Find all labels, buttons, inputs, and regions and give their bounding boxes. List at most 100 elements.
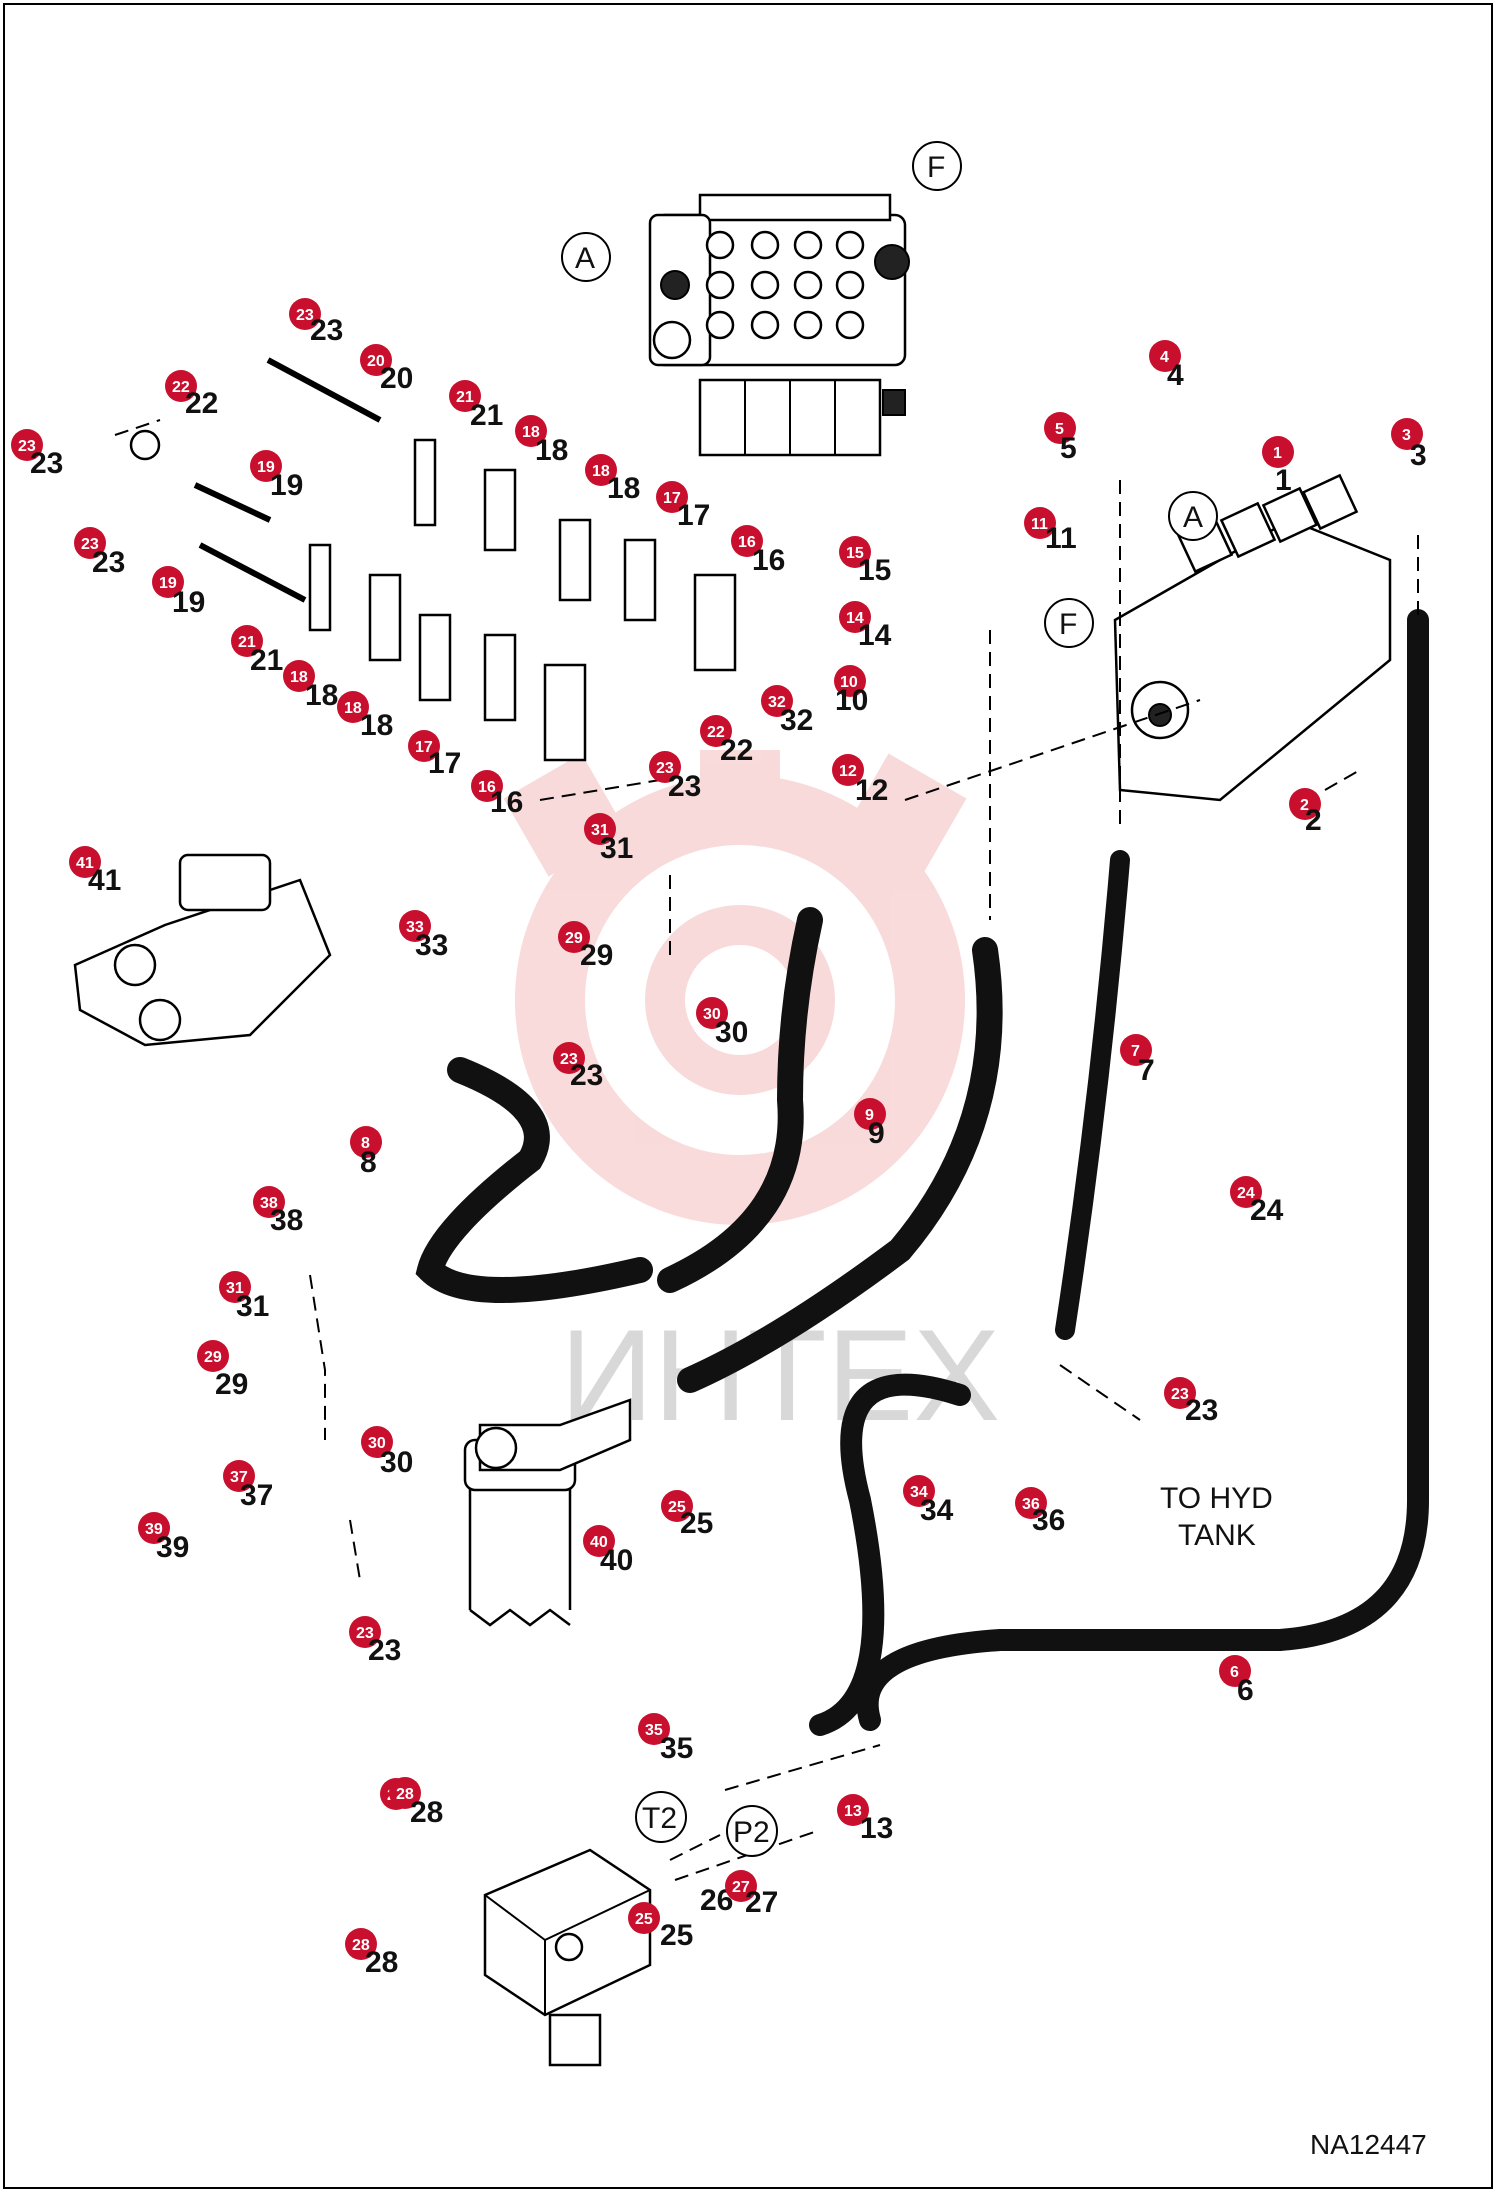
svg-text:11: 11 [1031,516,1048,533]
svg-text:23: 23 [18,438,36,455]
svg-text:23: 23 [356,1625,374,1642]
svg-text:21: 21 [470,399,503,432]
svg-text:30: 30 [715,1016,748,1049]
watermark-gear [503,750,967,1225]
svg-text:22: 22 [707,724,725,741]
svg-text:22: 22 [720,734,753,767]
svg-text:22: 22 [172,379,190,396]
svg-text:19: 19 [159,575,177,592]
to-hyd-tank-line2: TANK [1178,1519,1256,1552]
svg-text:3: 3 [1402,427,1411,444]
svg-text:2: 2 [1300,797,1309,814]
manifold-block [483,1848,652,2067]
svg-text:31: 31 [600,832,633,865]
svg-text:18: 18 [344,700,362,717]
callout-4: 44 [1149,340,1184,392]
svg-text:40: 40 [590,1534,608,1551]
svg-text:25: 25 [680,1507,713,1540]
svg-text:28: 28 [396,1786,414,1803]
svg-text:28: 28 [352,1937,370,1954]
svg-text:18: 18 [305,679,338,712]
svg-text:23: 23 [560,1051,578,1068]
svg-text:15: 15 [846,545,864,562]
svg-text:30: 30 [368,1435,386,1452]
svg-text:8: 8 [360,1146,377,1179]
svg-text:13: 13 [844,1803,862,1820]
port-f-right: F [1059,608,1077,641]
svg-text:28: 28 [365,1946,398,1979]
svg-text:22: 22 [185,387,218,420]
callout-6: 66 [1219,1655,1254,1707]
callout-2: 22 [1289,788,1322,837]
svg-text:35: 35 [660,1732,693,1765]
svg-text:33: 33 [415,929,448,962]
filter-assembly [463,1398,632,1627]
svg-text:30: 30 [703,1006,721,1023]
svg-text:25: 25 [635,1911,653,1928]
svg-text:36: 36 [1032,1504,1065,1537]
svg-text:25: 25 [660,1919,693,1952]
svg-text:31: 31 [236,1290,269,1323]
svg-text:37: 37 [240,1479,273,1512]
svg-text:19: 19 [257,459,275,476]
svg-text:16: 16 [752,544,785,577]
svg-text:23: 23 [81,536,99,553]
svg-text:29: 29 [215,1368,248,1401]
svg-text:39: 39 [145,1521,163,1538]
svg-text:13: 13 [860,1812,893,1845]
svg-text:38: 38 [260,1195,278,1212]
drawing-code: NA12447 [1310,2129,1427,2160]
svg-text:18: 18 [535,434,568,467]
svg-text:39: 39 [156,1531,189,1564]
svg-text:4: 4 [1160,349,1169,366]
svg-text:29: 29 [204,1349,222,1366]
svg-text:16: 16 [490,786,523,819]
assembly-lines [114,419,1419,1881]
svg-text:23: 23 [368,1634,401,1667]
svg-text:17: 17 [415,739,433,756]
svg-text:17: 17 [428,747,461,780]
svg-text:21: 21 [250,644,283,677]
svg-text:40: 40 [600,1544,633,1577]
svg-text:20: 20 [367,353,385,370]
svg-text:41: 41 [76,855,94,872]
svg-text:16: 16 [738,534,756,551]
svg-text:12: 12 [855,774,888,807]
svg-text:36: 36 [1022,1496,1040,1513]
svg-text:8: 8 [361,1135,370,1152]
svg-text:4: 4 [1167,359,1184,392]
svg-text:14: 14 [846,610,864,627]
svg-text:15: 15 [858,554,891,587]
svg-text:20: 20 [380,362,413,395]
svg-text:23: 23 [668,770,701,803]
svg-text:11: 11 [1045,522,1077,555]
svg-text:34: 34 [910,1484,928,1501]
port-a-top: A [575,242,595,275]
callout-7: 77 [1120,1034,1155,1087]
svg-text:25: 25 [668,1499,686,1516]
callout-5: 55 [1044,412,1077,465]
